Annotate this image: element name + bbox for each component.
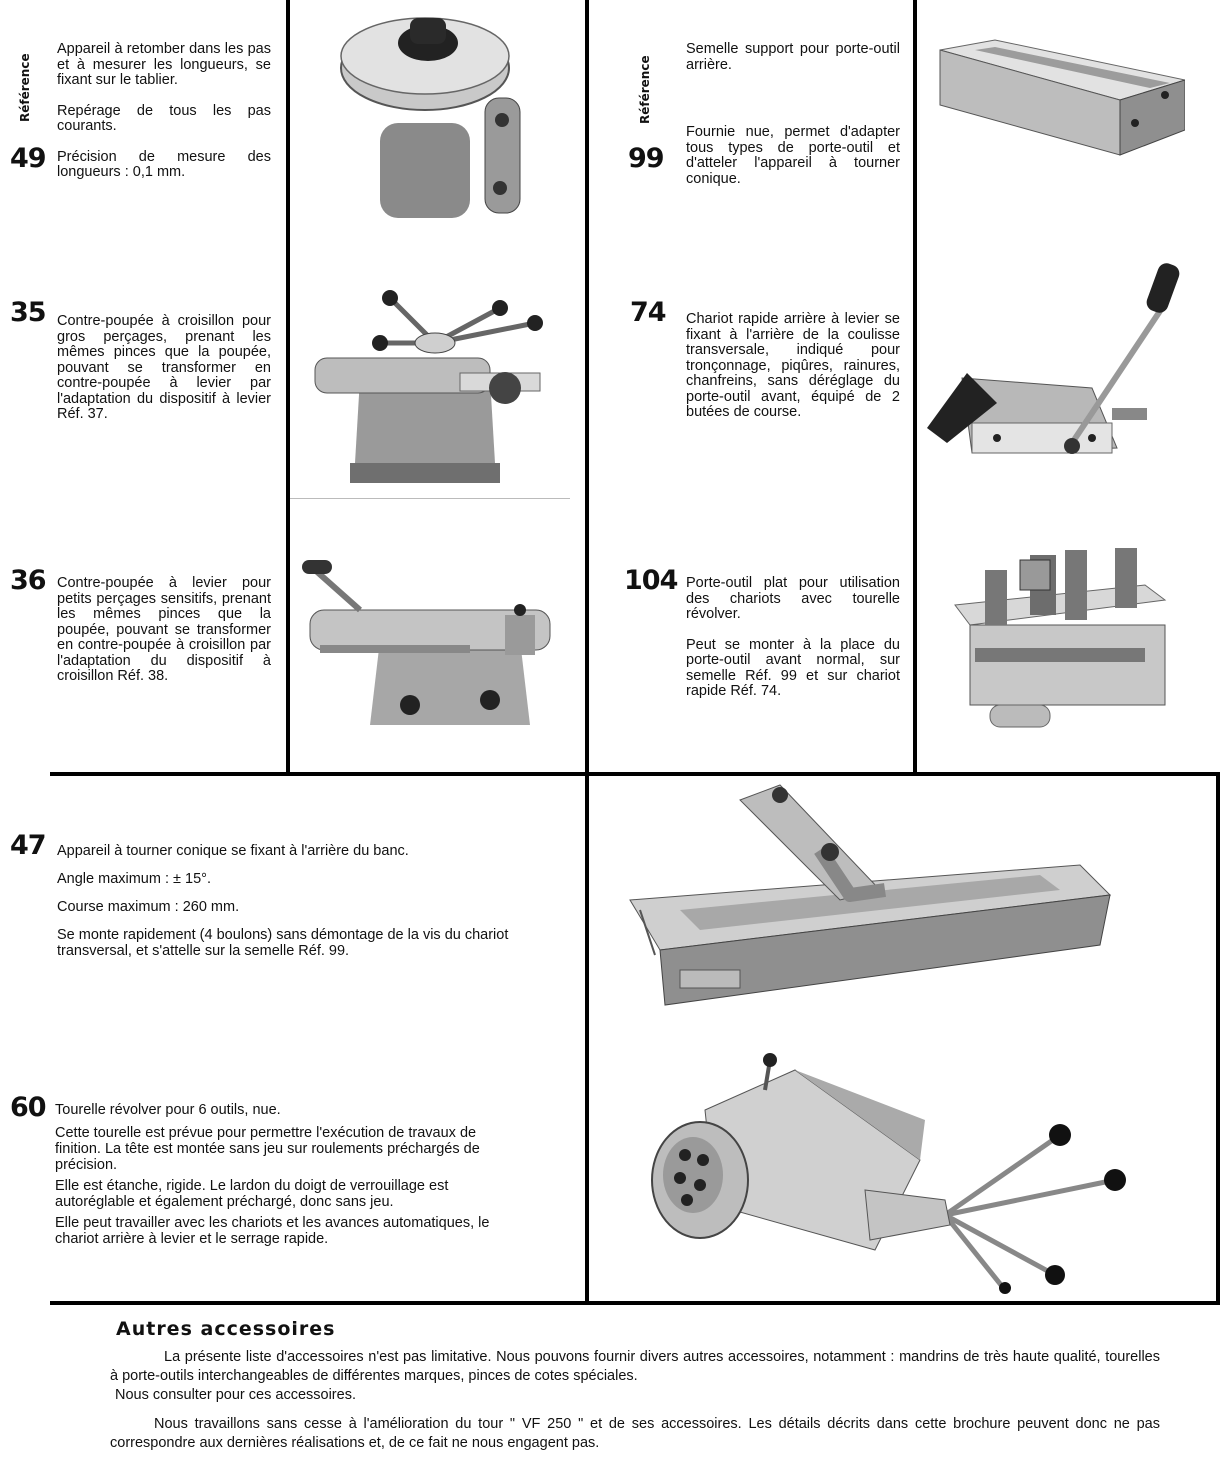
desc-60-p2: Cette tourelle est prévue pour permettre… bbox=[55, 1125, 480, 1173]
photo-thread-dial bbox=[340, 17, 521, 218]
footer-p2: Nous consulter pour ces accessoires. bbox=[115, 1387, 356, 1403]
desc-49-p3: Précision de mesure des longueurs : 0,1 … bbox=[57, 148, 271, 180]
desc-36-p1: Contre-poupée à levier pour petits perça… bbox=[57, 575, 271, 684]
divider-vertical-2 bbox=[585, 0, 589, 1303]
desc-99-p1: Semelle support pour porte-outil arrière… bbox=[686, 41, 900, 73]
desc-47: Appareil à tourner conique se fixant à l… bbox=[57, 843, 557, 967]
footer-heading: Autres accessoires bbox=[116, 1318, 336, 1340]
side-label-right: Référence bbox=[638, 55, 652, 124]
side-label-left: Référence bbox=[18, 53, 32, 122]
desc-74-p1: Chariot rapide arrière à levier se fixan… bbox=[686, 311, 900, 420]
desc-60-p4: Elle peut travailler avec les chariots e… bbox=[55, 1215, 490, 1247]
ref-60: 60 bbox=[10, 1092, 47, 1123]
photo-rear-slide bbox=[927, 263, 1180, 454]
photo-edge-line bbox=[290, 498, 570, 499]
photo-support-base bbox=[939, 39, 1185, 156]
divider-vertical-3 bbox=[913, 0, 917, 774]
desc-60: Tourelle révolver pour 6 outils, nue. Ce… bbox=[55, 1102, 525, 1255]
desc-60-p3: Elle est étanche, rigide. Le lardon du d… bbox=[55, 1178, 449, 1210]
ref-47: 47 bbox=[10, 830, 47, 861]
ref-104: 104 bbox=[624, 565, 678, 596]
desc-47-p1: Appareil à tourner conique se fixant à l… bbox=[57, 843, 409, 859]
desc-36: Contre-poupée à levier pour petits perça… bbox=[57, 575, 271, 700]
ref-99: 99 bbox=[628, 143, 665, 174]
footer-p1: La présente liste d'accessoires n'est pa… bbox=[110, 1349, 1160, 1384]
photo-taper-attachment bbox=[629, 784, 1112, 1006]
desc-74: Chariot rapide arrière à levier se fixan… bbox=[686, 311, 900, 436]
photo-flat-tool-holder bbox=[954, 548, 1167, 728]
desc-104: Porte-outil plat pour utilisation des ch… bbox=[686, 575, 900, 715]
desc-99: Semelle support pour porte-outil arrière… bbox=[686, 41, 900, 202]
photo-tailstock-wheel bbox=[314, 290, 543, 483]
divider-vertical-4 bbox=[1216, 774, 1220, 1303]
footer-text: La présente liste d'accessoires n'est pa… bbox=[110, 1348, 1160, 1453]
footer-p3: Nous travaillons sans cesse à l'améliora… bbox=[110, 1416, 1160, 1451]
divider-horizontal-2 bbox=[50, 1301, 1220, 1305]
ref-49: 49 bbox=[10, 143, 47, 174]
desc-99-p2: Fournie nue, permet d'adapter tous types… bbox=[686, 124, 900, 187]
desc-104-p2: Peut se monter à la place du porte-outil… bbox=[686, 636, 900, 699]
photo-turret bbox=[651, 1053, 1126, 1294]
desc-47-p2: Angle maximum : ± 15°. bbox=[57, 871, 211, 887]
desc-49-p1: Appareil à retomber dans les pas et à me… bbox=[57, 41, 271, 88]
desc-60-p1: Tourelle révolver pour 6 outils, nue. bbox=[55, 1102, 281, 1118]
divider-horizontal-1 bbox=[50, 772, 1220, 776]
desc-35-p1: Contre-poupée à croisillon pour gros per… bbox=[57, 313, 271, 422]
ref-74: 74 bbox=[630, 297, 667, 328]
desc-49-p2: Repérage de tous les pas courants. bbox=[57, 102, 271, 134]
desc-35: Contre-poupée à croisillon pour gros per… bbox=[57, 313, 271, 438]
photo-tailstock-lever bbox=[302, 560, 551, 725]
desc-104-p1: Porte-outil plat pour utilisation des ch… bbox=[686, 575, 900, 622]
desc-47-p4: Se monte rapidement (4 boulons) sans dém… bbox=[57, 927, 509, 959]
desc-47-p3: Course maximum : 260 mm. bbox=[57, 899, 240, 915]
ref-36: 36 bbox=[10, 565, 47, 596]
desc-49: Appareil à retomber dans les pas et à me… bbox=[57, 41, 271, 196]
ref-35: 35 bbox=[10, 297, 47, 328]
divider-vertical-1 bbox=[286, 0, 290, 774]
